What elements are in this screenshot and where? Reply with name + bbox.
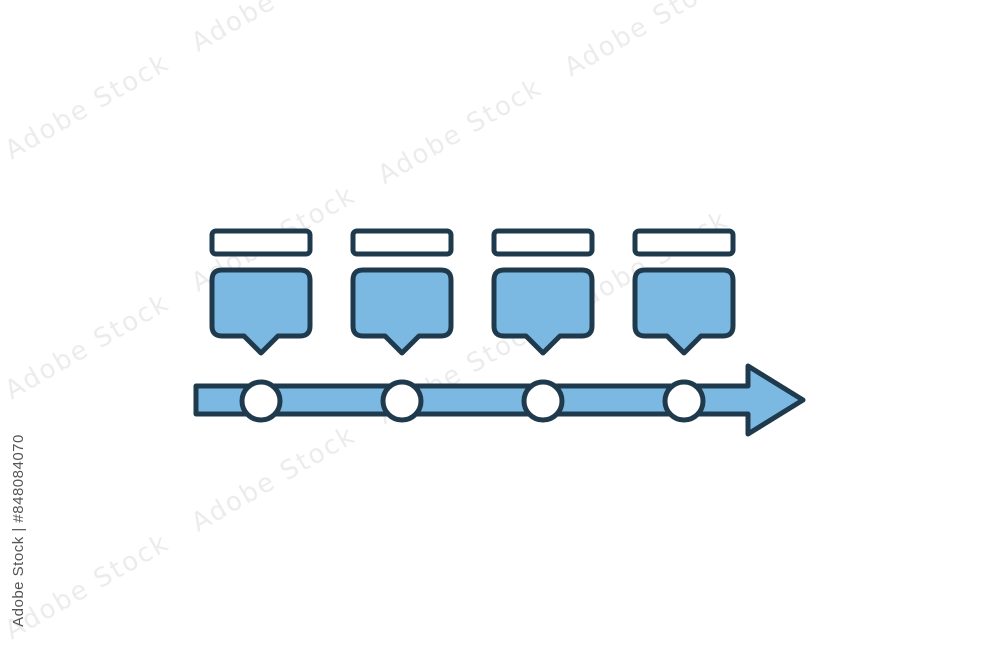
label-bar [350,228,454,257]
timeline-node [521,379,565,423]
callout-bubble [491,267,595,356]
callout-bubble [632,267,736,356]
timeline-arrow [193,363,806,437]
timeline-node [380,379,424,423]
milestone-4 [632,228,736,356]
milestone-3 [491,228,595,356]
stock-id-label: Adobe Stock | #848084070 [6,425,30,635]
label-bar [491,228,595,257]
milestone-1 [209,228,313,356]
timeline-node [239,379,283,423]
callout-bubble [350,267,454,356]
milestone-2 [350,228,454,356]
label-bar [209,228,313,257]
label-bar [632,228,736,257]
timeline-node [662,379,706,423]
stock-id-text: Adobe Stock | #848084070 [9,433,27,627]
callout-bubble [209,267,313,356]
